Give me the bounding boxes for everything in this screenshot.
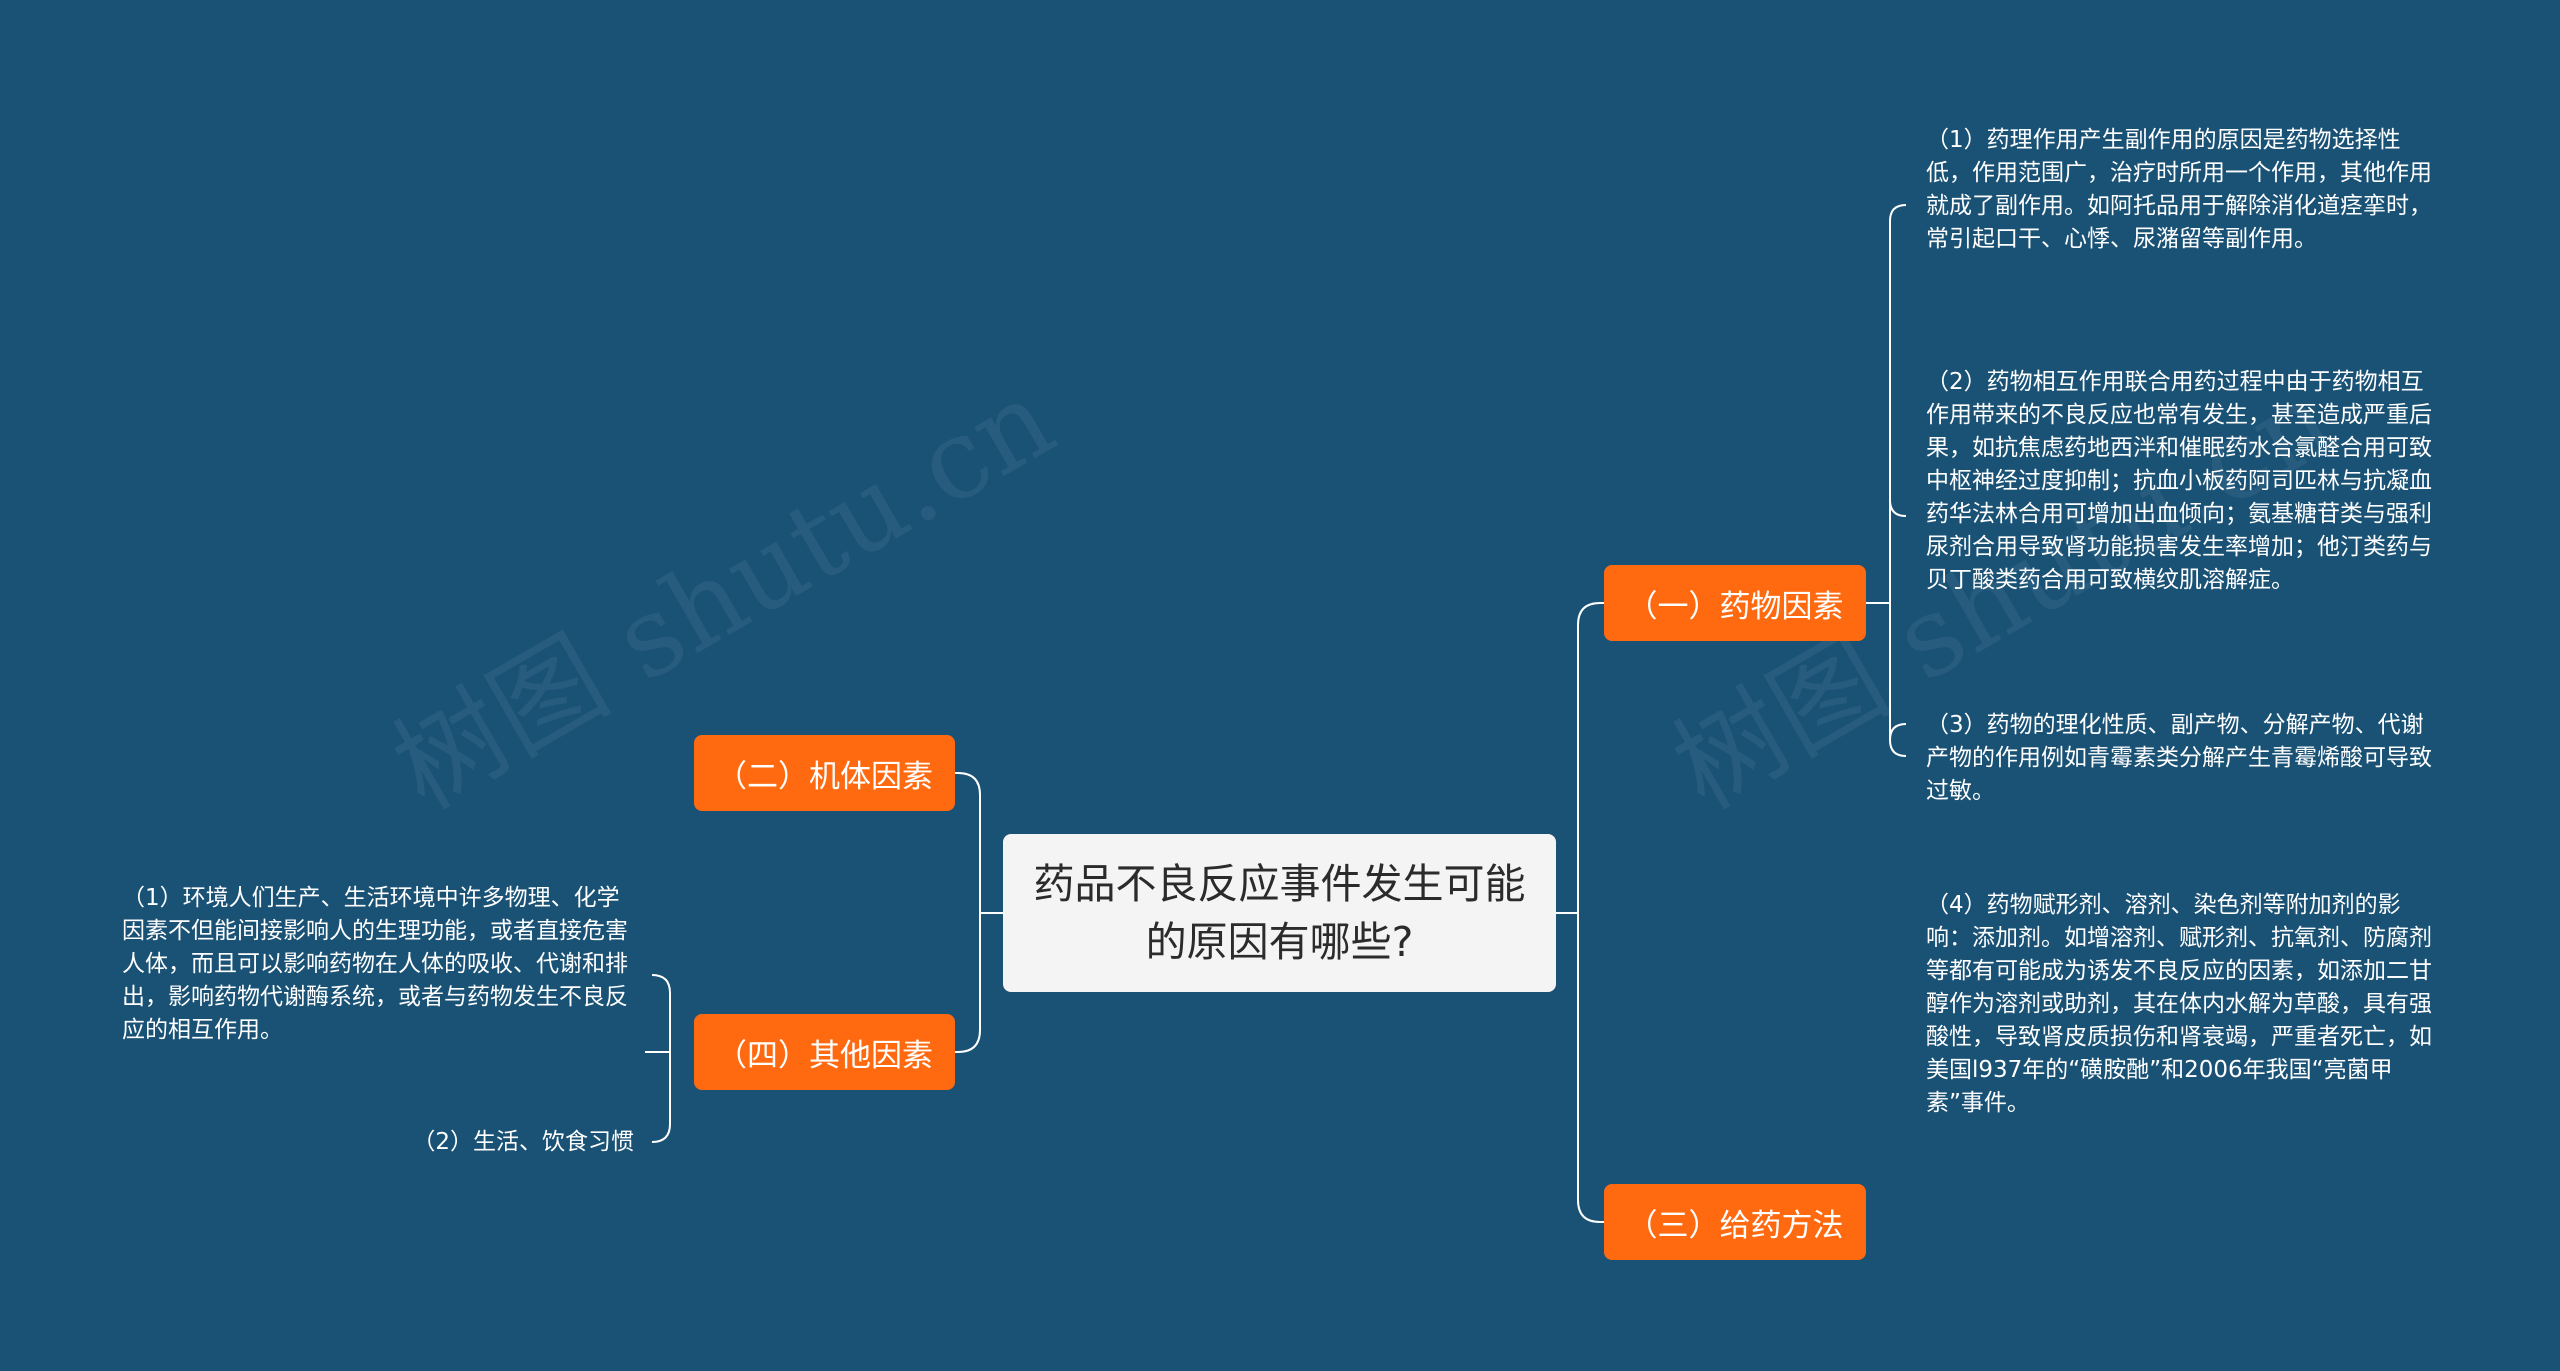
branch-body-factors[interactable]: （二）机体因素 — [694, 735, 955, 811]
branch-other-factors[interactable]: （四）其他因素 — [694, 1014, 955, 1090]
branch-label: （二）机体因素 — [716, 758, 933, 795]
branch-label: （一）药物因素 — [1626, 588, 1844, 625]
leaf-drug-factor-3[interactable]: （3）药物的理化性质、副产物、分解产物、代谢产物的作用例如青霉素类分解产生青霉烯… — [1926, 712, 2432, 804]
leaf-drug-factor-1[interactable]: （1）药理作用产生副作用的原因是药物选择性低，作用范围广，治疗时所用一个作用，其… — [1926, 127, 2432, 252]
branch-drug-factors[interactable]: （一）药物因素 — [1604, 565, 1866, 641]
root-topic[interactable]: 药品不良反应事件发生可能的原因有哪些? — [1003, 834, 1556, 992]
leaf-other-factor-1[interactable]: （1）环境人们生产、生活环境中许多物理、化学因素不但能间接影响人的生理功能，或者… — [122, 885, 628, 1043]
branch-administration[interactable]: （三）给药方法 — [1604, 1184, 1866, 1260]
root-topic-label: 药品不良反应事件发生可能的原因有哪些? — [1033, 860, 1526, 966]
branch-label: （三）给药方法 — [1626, 1207, 1844, 1244]
leaf-other-factor-2[interactable]: （2）生活、饮食习惯 — [412, 1129, 634, 1155]
branch-label: （四）其他因素 — [716, 1037, 933, 1074]
leaf-drug-factor-2[interactable]: （2）药物相互作用联合用药过程中由于药物相互作用带来的不良反应也常有发生，甚至造… — [1926, 369, 2432, 593]
leaf-drug-factor-4[interactable]: （4）药物赋形剂、溶剂、染色剂等附加剂的影响：添加剂。如增溶剂、赋形剂、抗氧剂、… — [1926, 892, 2432, 1116]
